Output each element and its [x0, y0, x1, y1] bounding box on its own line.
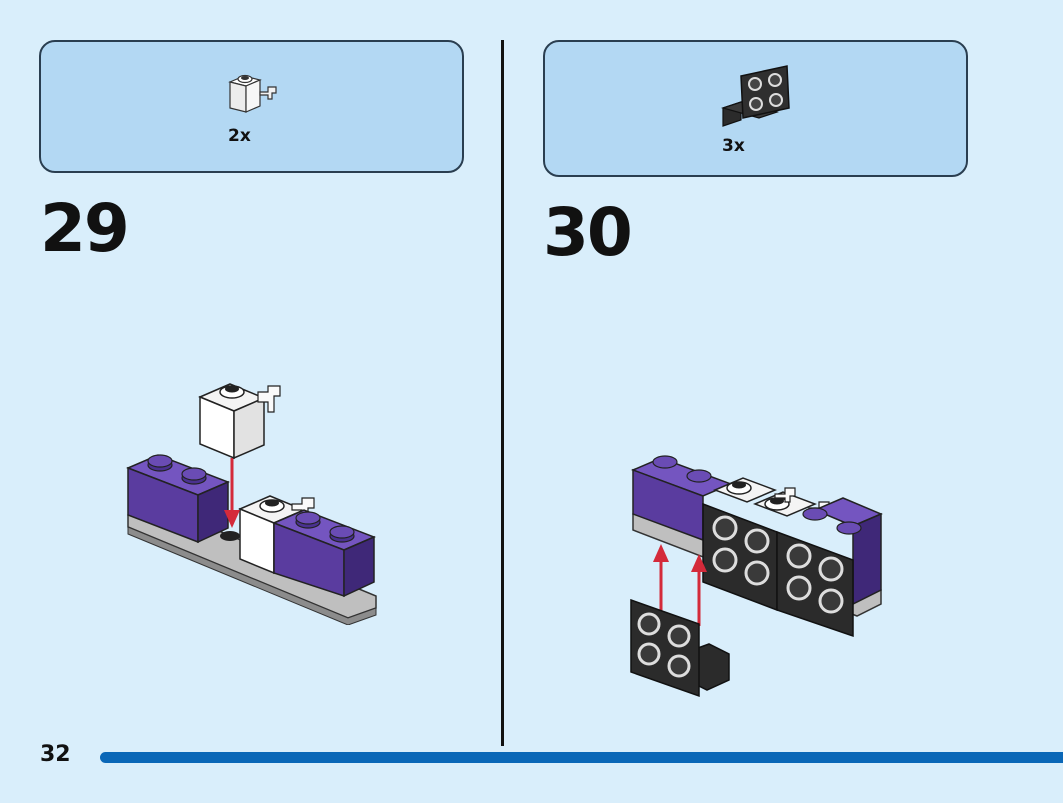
step-29-parts-box: 2x — [39, 40, 464, 173]
step-29-assembly-illustration — [126, 383, 377, 625]
part-quantity: 2x — [228, 126, 251, 146]
step-30-parts-box: 3x — [543, 40, 968, 177]
progress-bar — [100, 752, 1063, 763]
step-number: 30 — [543, 194, 633, 271]
white-brick-clip-icon — [228, 74, 277, 113]
column-divider — [501, 40, 504, 746]
page-number: 32 — [40, 742, 71, 767]
step-30-assembly-illustration — [630, 455, 883, 698]
step-number: 29 — [40, 190, 130, 267]
black-bracket-icon — [720, 65, 790, 127]
part-quantity: 3x — [722, 136, 745, 156]
